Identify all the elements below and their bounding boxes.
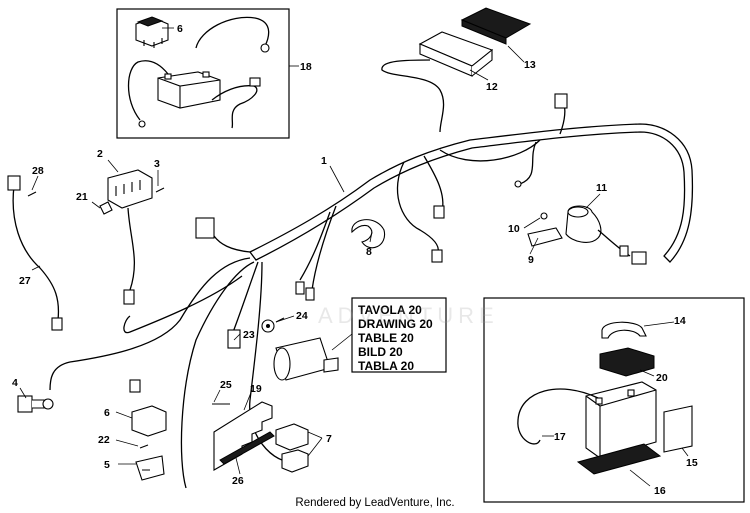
callout-12: 12 [486,81,498,93]
reference-line-5: TABLA 20 [358,359,414,373]
callout-22: 22 [98,434,110,446]
callout-5: 5 [104,459,110,471]
callout-28: 28 [32,165,44,177]
bracket-9 [527,227,563,247]
clip-8 [351,219,386,249]
callout-19: 19 [250,383,262,395]
inset-box-battery [483,297,745,503]
relays-7 [275,423,309,473]
sensor-4 [17,395,54,413]
cdi-unit-12 [418,31,494,77]
ignition-coil-11 [565,205,647,265]
callout-14: 14 [674,315,686,327]
callout-2: 2 [97,148,103,160]
callout-6-bottom: 6 [104,407,110,419]
callout-27: 27 [19,275,31,287]
callout-20: 20 [656,372,668,384]
leader-lines [19,27,689,487]
callout-23: 23 [243,329,255,341]
callout-11: 11 [596,182,607,194]
battery-16 [576,381,662,475]
callout-24: 24 [296,310,308,322]
callouts: 1 2 3 4 5 6 6 7 8 9 10 11 12 13 14 15 16… [12,23,698,497]
starter-motor [273,337,339,381]
callout-8: 8 [366,246,372,258]
battery-top [157,71,221,109]
reference-line-4: BILD 20 [358,345,403,359]
relay-6-bottom [131,405,167,437]
ecu-module-13 [460,7,532,45]
strip-26 [219,431,275,465]
callout-21: 21 [76,191,88,203]
pad-15 [663,405,693,453]
callout-16: 16 [654,485,666,497]
reference-box [351,297,447,373]
reference-line-3: TABLE 20 [358,331,414,345]
battery-cable-positive [195,16,270,49]
callout-15: 15 [686,457,698,469]
fuse-block-2 [107,169,153,305]
callout-1: 1 [321,155,327,167]
callout-17: 17 [554,431,566,443]
bracket-5 [135,455,165,481]
battery-cable-17 [517,388,599,445]
callout-18: 18 [300,61,312,73]
inset-box-battery-cables [116,8,290,139]
watermark: ADVENTURE [318,303,499,328]
callout-13: 13 [524,59,536,71]
callout-26: 26 [232,475,244,487]
credit-text: Rendered by LeadVenture, Inc. [295,497,455,509]
cover-20 [599,347,655,377]
reference-line-1: TAVOLA 20 [358,303,422,317]
callout-6-top: 6 [177,23,183,35]
callout-9: 9 [528,254,534,266]
callout-25: 25 [220,379,232,391]
cable-27 [12,185,60,321]
callout-10: 10 [508,223,520,235]
relay-6-top [135,16,169,48]
reference-box-text: TAVOLA 20 DRAWING 20 TABLE 20 BILD 20 TA… [358,303,433,373]
callout-7: 7 [326,433,332,445]
callout-4: 4 [12,377,18,389]
strap-14 [601,321,647,339]
callout-3: 3 [154,158,160,170]
reference-line-2: DRAWING 20 [358,317,433,331]
main-harness-1 [249,123,694,263]
